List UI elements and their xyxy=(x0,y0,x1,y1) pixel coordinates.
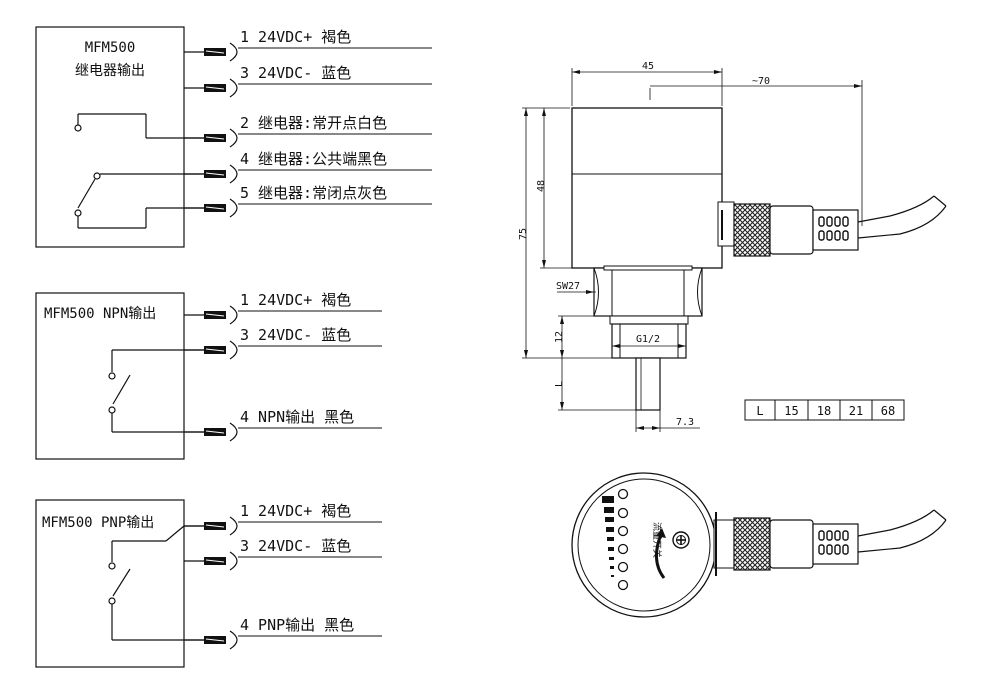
wire-diagram1-5: 5 继电器:常闭点灰色 xyxy=(184,184,432,218)
probe-length-table: L 15 18 21 68 xyxy=(744,399,905,421)
pnp-output-diagram: MFM500 PNP输出 xyxy=(35,499,205,668)
connector-stub xyxy=(717,201,735,247)
wire-diagram2-1: 1 24VDC+ 褐色 xyxy=(184,291,382,325)
dim-thread-len: 12 xyxy=(554,331,565,343)
relay-title-line1: MFM500 xyxy=(85,40,136,56)
pnp-title: MFM500 PNP输出 xyxy=(42,515,154,531)
npn-output-diagram: MFM500 NPN输出 xyxy=(35,292,205,460)
wire-diagram2-3: 4 NPN输出 黑色 xyxy=(184,408,382,442)
length-table-cell: L xyxy=(756,404,763,418)
dim-cable: ~70 xyxy=(752,76,770,87)
front-housing xyxy=(571,472,717,618)
relay-output-diagram: MFM500 继电器输出 xyxy=(35,26,205,248)
led-indicators xyxy=(617,488,629,591)
dim-height-body: 48 xyxy=(536,180,547,192)
hex-nut xyxy=(593,267,703,317)
dim-height-total: 75 xyxy=(518,228,529,240)
wire-diagram3-2: 3 24VDC- 蓝色 xyxy=(184,537,382,571)
pnp-switch xyxy=(108,525,205,641)
cable-gland xyxy=(769,205,814,255)
wire-label: 4 PNP输出 黑色 xyxy=(240,616,354,634)
wire-label: 1 24VDC+ 褐色 xyxy=(240,291,351,309)
wire-label: 1 24VDC+ 褐色 xyxy=(240,502,351,520)
sensor-front-view: 流量开关 xyxy=(571,472,947,618)
npn-switch xyxy=(108,349,205,433)
thread-section xyxy=(609,315,689,325)
wire-diagram1-1: 1 24VDC+ 褐色 xyxy=(184,28,432,62)
wire-label: 3 24VDC- 蓝色 xyxy=(240,64,351,82)
wire-diagram1-4: 4 继电器:公共端黑色 xyxy=(184,150,432,184)
dim-wrench: SW27 xyxy=(556,281,580,292)
front-cable xyxy=(857,509,947,553)
led-bar-indicator xyxy=(602,496,614,577)
wire-label: 4 继电器:公共端黑色 xyxy=(240,150,387,168)
front-knurled-nut xyxy=(733,517,771,571)
sensor-body xyxy=(571,107,723,269)
cable xyxy=(857,195,947,239)
wire-label: 5 继电器:常闭点灰色 xyxy=(240,184,387,202)
wire-diagram2-2: 3 24VDC- 蓝色 xyxy=(184,326,382,360)
adjust-screw-icon xyxy=(672,531,690,549)
pnp-box xyxy=(35,499,185,668)
wire-diagram1-2: 3 24VDC- 蓝色 xyxy=(184,64,432,98)
wire-diagram1-3: 2 继电器:常开点白色 xyxy=(184,114,432,148)
wire-label: 2 继电器:常开点白色 xyxy=(240,114,387,132)
length-table-cell: 68 xyxy=(881,404,895,418)
knurled-nut xyxy=(733,203,771,257)
wire-label: 4 NPN输出 黑色 xyxy=(240,408,354,426)
dimension-lines xyxy=(522,68,863,432)
dim-probe-dia: 7.3 xyxy=(676,417,694,428)
length-table-cell: 18 xyxy=(817,404,831,418)
wire-diagram3-1: 1 24VDC+ 褐色 xyxy=(184,502,382,536)
length-table-cell: 21 xyxy=(849,404,863,418)
probe xyxy=(635,357,661,411)
relay-box xyxy=(35,26,185,248)
wire-terminals: 1 24VDC+ 褐色 3 24VDC- 蓝色 2 继电器:常开点白色 4 继电器:公… xyxy=(184,28,432,650)
wire-label: 3 24VDC- 蓝色 xyxy=(240,326,351,344)
dim-probe-len: L xyxy=(554,381,565,387)
sensor-side-view: 45 ~70 75 48 SW27 12 G1/2 L 7.3 xyxy=(518,61,947,432)
relay-common-switch xyxy=(74,172,205,229)
length-table-cell: 15 xyxy=(784,404,798,418)
dim-thread: G1/2 xyxy=(636,334,660,345)
wire-diagram3-3: 4 PNP输出 黑色 xyxy=(184,616,382,650)
npn-title: MFM500 NPN输出 xyxy=(44,306,156,322)
npn-box xyxy=(35,292,185,460)
wire-label: 1 24VDC+ 褐色 xyxy=(240,28,351,46)
relay-title-line2: 继电器输出 xyxy=(75,63,145,79)
relay-normally-open-contact xyxy=(74,113,205,139)
dim-width: 45 xyxy=(642,61,654,72)
wire-label: 3 24VDC- 蓝色 xyxy=(240,537,351,555)
